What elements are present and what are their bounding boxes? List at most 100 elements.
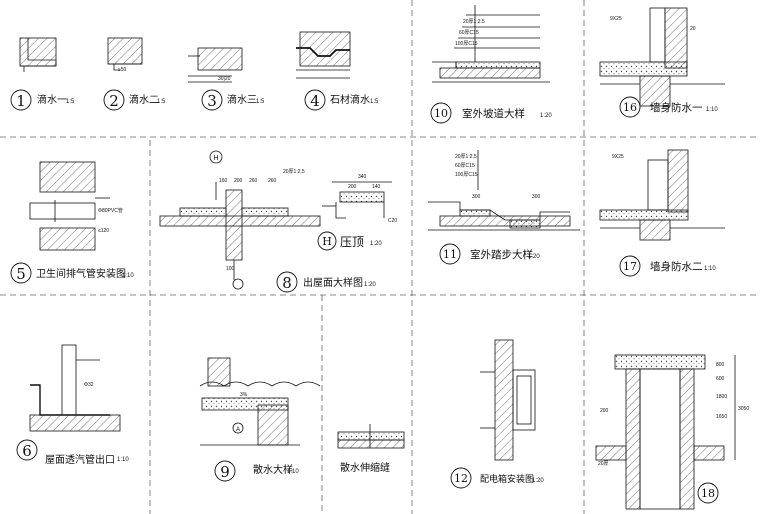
svg-text:压顶: 压顶: [340, 235, 364, 249]
detail-11-label: 11 室外踏步大样 1:20: [439, 243, 540, 265]
detail-18-dim-2: 1650: [716, 414, 727, 420]
expansion-joint-title: 散水伸缩缝: [340, 461, 390, 474]
svg-text:1:5: 1:5: [157, 99, 166, 105]
detail-18-drawing: [595, 354, 736, 510]
detail-9-label: 9 散水大样 1:10: [214, 460, 299, 482]
svg-text:A: A: [236, 427, 240, 433]
detail-11-layer-2: 60厚C15: [455, 163, 475, 169]
detail-h-dim-2: 200: [348, 184, 357, 190]
detail-6-pipe: Φ32: [84, 382, 94, 388]
detail-10-drawing: [432, 5, 550, 83]
svg-text:11: 11: [443, 248, 457, 261]
svg-text:1:20: 1:20: [540, 113, 552, 119]
svg-text:1:10: 1:10: [122, 273, 134, 279]
svg-text:石材滴水: 石材滴水: [330, 93, 370, 106]
svg-text:1:20: 1:20: [364, 282, 376, 288]
detail-3-label: 3 滴水三 1:5: [201, 89, 265, 111]
detail-11-layer-1: 20厚1:2.5: [455, 154, 477, 160]
detail-10-layer-3: 100厚C15: [455, 41, 478, 47]
svg-text:1:20: 1:20: [370, 241, 382, 247]
detail-5-dim: ≤120: [98, 228, 109, 234]
svg-text:1:10: 1:10: [117, 457, 129, 463]
detail-18-dim-3: 1800: [716, 394, 727, 400]
svg-text:1:5: 1:5: [370, 99, 379, 105]
detail-8-dim-3: 260: [249, 178, 258, 184]
detail-9-dim: 3%: [240, 392, 248, 398]
svg-text:3: 3: [207, 92, 217, 110]
svg-text:6: 6: [22, 442, 32, 460]
detail-2-drawing: [107, 37, 143, 71]
svg-text:12: 12: [454, 472, 468, 485]
svg-text:墙身防水二: 墙身防水二: [650, 260, 703, 273]
detail-6-label: 6 屋面透汽管出口 1:10: [16, 439, 129, 466]
detail-5-label: 5 卫生间排气管安装图 1:10: [10, 262, 134, 284]
svg-text:8: 8: [282, 274, 292, 292]
detail-18-dim-4: 600: [716, 376, 725, 382]
detail-9-marker: A: [232, 422, 244, 434]
svg-text:室外踏步大样: 室外踏步大样: [470, 248, 533, 261]
svg-text:1:20: 1:20: [528, 254, 540, 260]
detail-17-label: 17 墙身防水二 1:10: [619, 255, 716, 277]
detail-8-dim-1: 160: [219, 178, 228, 184]
detail-5-drawing: [29, 161, 110, 251]
detail-10-label: 10 室外坡道大样 1:20: [430, 102, 552, 124]
detail-18-floor: 20厚: [598, 461, 609, 467]
detail-h-drawing: [322, 181, 392, 219]
svg-text:1:20: 1:20: [532, 478, 544, 484]
detail-11-drawing: [428, 150, 580, 231]
svg-text:出屋面大样图: 出屋面大样图: [303, 276, 363, 289]
detail-2-dim: ≥50: [118, 67, 127, 73]
detail-12-label: 12 配电箱安装图 1:20: [450, 467, 544, 489]
detail-11-layer-3: 100厚C15: [455, 172, 478, 178]
svg-text:屋面透汽管出口: 屋面透汽管出口: [45, 453, 115, 466]
detail-4-label: 4 石材滴水 1:5: [304, 89, 379, 111]
svg-text:H: H: [322, 235, 332, 248]
svg-text:卫生间排气管安装图: 卫生间排气管安装图: [36, 267, 126, 280]
detail-8-drawing: [159, 182, 321, 290]
svg-text:滴水二: 滴水二: [129, 93, 159, 106]
svg-text:1:10: 1:10: [706, 107, 718, 113]
svg-text:H: H: [213, 155, 218, 162]
svg-text:4: 4: [310, 92, 320, 110]
detail-1-label: 1 滴水一 1:5: [10, 89, 75, 111]
detail-18-label: 18: [697, 482, 719, 504]
detail-16-drawing: [599, 7, 725, 107]
svg-text:16: 16: [623, 101, 637, 114]
svg-text:10: 10: [434, 107, 448, 120]
svg-text:1:5: 1:5: [256, 99, 265, 105]
detail-9-drawing: [199, 357, 321, 446]
detail-16-note2: 20: [690, 26, 696, 32]
detail-8-note: 20厚1:2.5: [283, 169, 305, 175]
detail-8-base: 100: [226, 266, 235, 272]
detail-4-drawing: [296, 31, 351, 79]
detail-16-label: 16 墙身防水一 1:10: [619, 96, 718, 118]
detail-2-label: 2 滴水二 1:5: [103, 89, 166, 111]
svg-text:1:10: 1:10: [704, 266, 716, 272]
svg-text:5: 5: [16, 265, 26, 283]
detail-8-dim-2: 200: [234, 178, 243, 184]
expansion-joint-drawing: [337, 424, 405, 449]
detail-h-dim-1: 340: [358, 174, 367, 180]
detail-8-label: 8 出屋面大样图 1:20: [276, 271, 376, 293]
svg-text:18: 18: [701, 487, 715, 500]
detail-11-dim-2: 300: [532, 194, 541, 200]
svg-text:1:5: 1:5: [66, 99, 75, 105]
detail-3-drawing: [188, 47, 243, 83]
detail-10-layer-2: 60厚C15: [459, 30, 479, 36]
svg-text:墙身防水一: 墙身防水一: [650, 101, 703, 114]
detail-12-drawing: [480, 339, 536, 461]
svg-text:1:10: 1:10: [287, 469, 299, 475]
detail-5-pipe: Φ80PVC管: [98, 207, 123, 214]
detail-17-drawing: [599, 149, 725, 241]
detail-8-dim-4: 260: [268, 178, 277, 184]
detail-1-drawing: [19, 37, 57, 72]
detail-18-dim-5: 3050: [738, 406, 749, 412]
detail-17-note: 9X25: [612, 154, 624, 160]
svg-text:1: 1: [16, 92, 26, 110]
detail-3-dim: 30|20: [218, 76, 231, 82]
detail-18-dim-1: 800: [716, 362, 725, 368]
svg-text:9: 9: [220, 463, 230, 481]
svg-text:2: 2: [109, 92, 119, 110]
